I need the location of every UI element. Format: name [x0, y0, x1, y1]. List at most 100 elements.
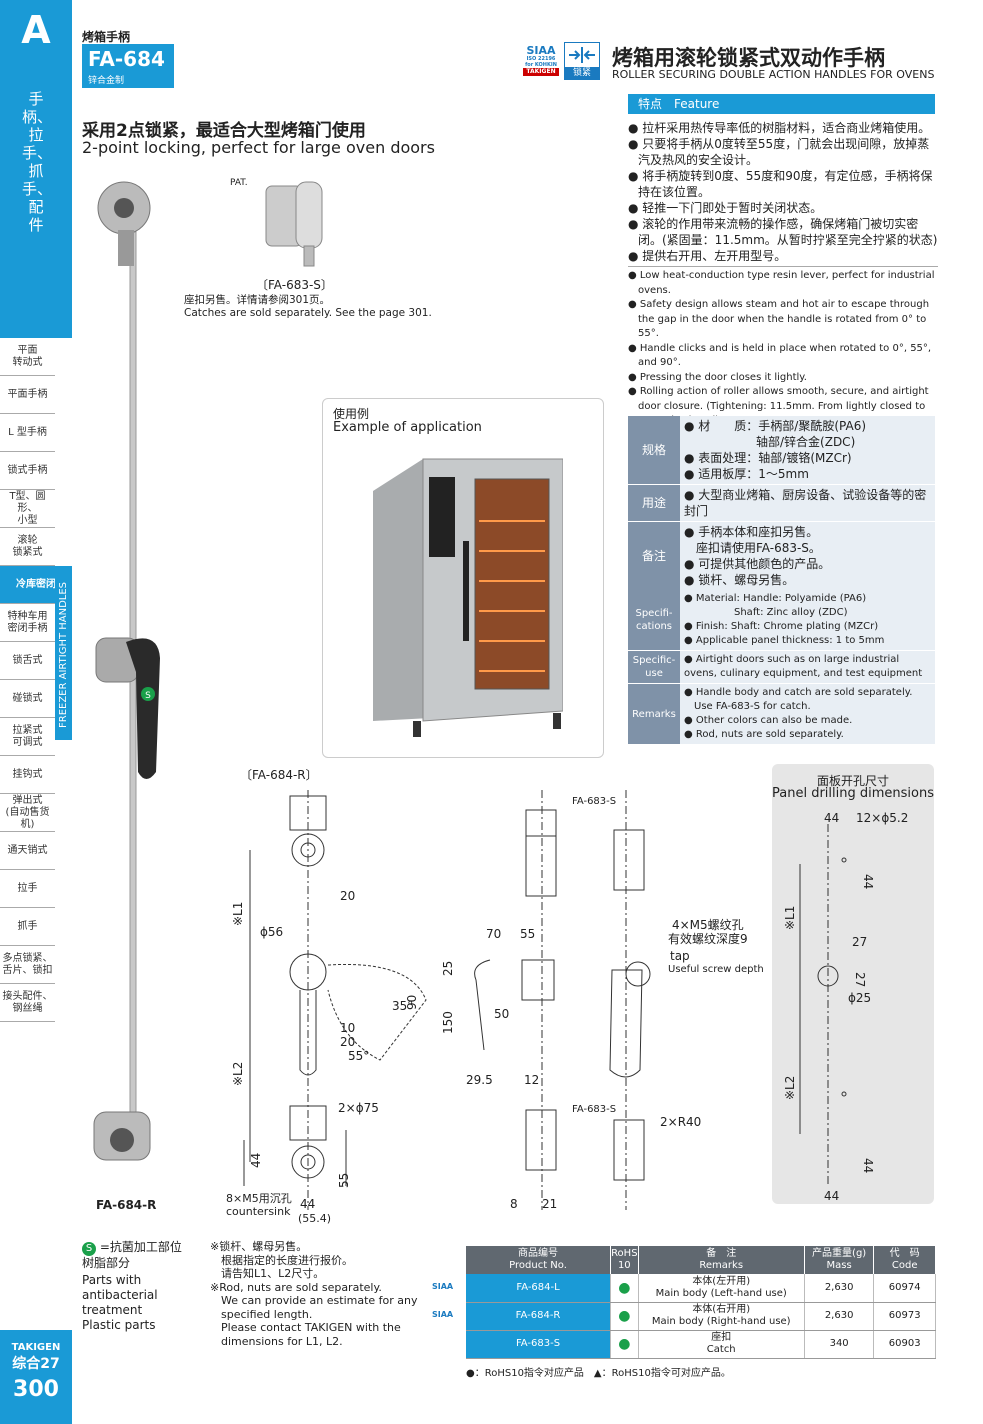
code-cell: 60974	[873, 1274, 936, 1303]
brand-label: TAKIGEN	[11, 1342, 61, 1353]
panel-title-en: Panel drilling dimensions	[772, 786, 934, 801]
spec-value: ● 手柄本体和座扣另售。 座扣请使用FA-683-S。● 可提供其他颜色的产品。…	[680, 522, 935, 590]
spec-key: Specific- use	[628, 651, 680, 683]
oven-image	[373, 458, 563, 737]
spec-line: ● 可提供其他颜色的产品。	[684, 557, 831, 571]
catch-label: 〔FA-683-S〕	[256, 278, 333, 292]
feature-item-en: ● Handle clicks and is held in place whe…	[628, 342, 932, 369]
product-photo: S	[93, 181, 160, 1161]
spec-row: 规格● 材 质：手柄部/聚酰胺(PA6) 轴部/锌合金(ZDC)● 表面处理：轴…	[628, 416, 935, 485]
spec-key: Specifi- cations	[628, 590, 680, 650]
dim-90: 90	[405, 995, 419, 1010]
sidebar-footer: TAKIGEN 综合27 300	[0, 1330, 72, 1424]
spec-line: ● 适用板厚：1～5mm	[684, 467, 809, 481]
top-catch-photo	[97, 181, 151, 266]
spec-value: ● Airtight doors such as on large indust…	[680, 651, 935, 683]
sidebar-top: A 手柄、拉手、抓手、配件	[0, 0, 72, 338]
antibacterial-icon: S	[82, 1242, 96, 1256]
rohs-cell: ●	[610, 1330, 639, 1359]
catch-note-zh: 座扣另售。详情请参阅301页。	[184, 294, 331, 306]
rohs-cell: ●	[610, 1274, 639, 1303]
application-title-zh: 使用例	[333, 407, 370, 421]
siaa-row-icon: SIAA	[432, 1282, 454, 1291]
sidebar-item[interactable]: 弹出式 (自动售货机)	[0, 794, 55, 832]
spec-key: 用途	[628, 485, 680, 521]
sidebar-item[interactable]: L 型手柄	[0, 414, 55, 452]
panel-phi25: ϕ25	[848, 991, 871, 1005]
spec-row: 用途● 大型商业烤箱、厨房设备、试验设备等的密封门	[628, 485, 935, 522]
spec-line: ● 锁杆、螺母另售。	[684, 573, 795, 587]
feature-item-en: ● Pressing the door closes it lightly.	[628, 371, 807, 383]
siaa-logo: SIAA ISO 22196 for KOHKIN TAKIGEN	[523, 44, 559, 80]
spec-value: ● Handle body and catch are sold separat…	[680, 684, 935, 744]
dim-29-5: 29.5	[466, 1073, 493, 1087]
sidebar-item[interactable]: 拉手	[0, 870, 55, 908]
sidebar-item[interactable]: 平面手柄	[0, 376, 55, 414]
handle-photo: S	[95, 637, 160, 779]
spec-key: 规格	[628, 416, 680, 484]
headline-zh: 采用2点锁紧，最适合大型烤箱门使用	[82, 121, 366, 141]
dim-25: 25	[441, 961, 455, 976]
sidebar-item[interactable]: T型、圆形、 小型	[0, 490, 55, 528]
sidebar-item[interactable]: 碰锁式	[0, 680, 55, 718]
product-label: FA-684-R	[96, 1198, 157, 1212]
sidebar-item[interactable]: 接头配件、 钢丝绳	[0, 984, 55, 1022]
remarks-en: Main body (Left-hand use)	[655, 1287, 787, 1299]
sidebar-item[interactable]: 锁舌式	[0, 642, 55, 680]
mass-cell: 2,630	[804, 1302, 875, 1331]
panel-dim-27v: 27	[853, 972, 867, 987]
sidebar-item[interactable]: 拉紧式 可调式	[0, 718, 55, 756]
dim-l1: ※L1	[231, 902, 245, 926]
siaa-text: SIAA	[526, 44, 556, 57]
dim-20b: 20	[340, 1035, 355, 1049]
spec-line: Shaft: Zinc alloy (ZDC)	[684, 607, 848, 618]
panel-title-zh: 面板开孔尺寸	[816, 774, 889, 788]
catch-note: 座扣另售。详情请参阅301页。 Catches are sold separat…	[184, 294, 432, 320]
dim-50: 50	[494, 1007, 509, 1021]
sidebar-item[interactable]: 多点锁紧、 舌片、锁扣	[0, 946, 55, 984]
sidebar-item[interactable]: 通天销式	[0, 832, 55, 870]
spec-value: ● 大型商业烤箱、厨房设备、试验设备等的密封门	[680, 485, 935, 521]
siaa-row-icon: SIAA	[432, 1310, 454, 1319]
spec-row: Specific- use● Airtight doors such as on…	[628, 651, 935, 684]
table-header-en: Mass	[826, 1260, 852, 1271]
sidebar-item[interactable]: 锁式手柄	[0, 452, 55, 490]
tap-spec-zh: 4×M5螺纹孔 有效螺纹深度9	[668, 918, 748, 946]
dim-55-4: (55.4)	[298, 1212, 332, 1225]
panel-l2: ※L2	[783, 1076, 797, 1100]
page-title-zh: 烤箱用滚轮锁紧式双动作手柄	[612, 46, 885, 70]
feature-item-zh: ● 提供右开用、左开用型号。	[628, 249, 787, 263]
notes-en: ※Rod, nuts are sold separately. We can p…	[210, 1280, 418, 1348]
remarks-zh: 本体(右开用)	[692, 1304, 751, 1315]
sidebar-item[interactable]: 滚轮 锁紧式	[0, 528, 55, 566]
spec-table-en: Specifi- cations● Material: Handle: Poly…	[628, 590, 935, 745]
dim-10: 10	[340, 1021, 355, 1035]
feature-item-zh: ● 只要将手柄从0度转至55度，门就会出现间隙，放掉蒸汽及热风的安全设计。	[628, 137, 930, 167]
dim-55-angle: 55°	[348, 1049, 369, 1063]
spec-row: Remarks● Handle body and catch are sold …	[628, 684, 935, 745]
dim-55: 55	[337, 1173, 351, 1188]
mass-cell: 340	[804, 1330, 875, 1359]
drawing-title: 〔FA-684-R〕	[240, 768, 318, 782]
panel-dim-27: 27	[852, 935, 867, 949]
sidebar-item[interactable]: 抓手	[0, 908, 55, 946]
spec-line: ● 材 质：手柄部/聚酰胺(PA6)	[684, 419, 867, 433]
remarks-en: Catch	[706, 1344, 736, 1355]
table-header-zh: 代 码	[889, 1248, 920, 1259]
mass-cell: 2,630	[804, 1274, 875, 1303]
catch-photo	[265, 181, 323, 267]
application-example: 使用例 Example of application	[322, 398, 604, 758]
sidebar-item[interactable]: 挂钩式	[0, 756, 55, 794]
feature-header: 特点 Feature	[628, 94, 935, 114]
sidebar-item[interactable]: 特种车用 密闭手柄	[0, 604, 55, 642]
sidebar-item[interactable]: 平面 转动式	[0, 338, 55, 376]
section-vertical-title: 手柄、拉手、抓手、配件	[22, 90, 53, 234]
sidebar-vertical-label: FREEZER AIRTIGHT HANDLES	[55, 570, 72, 740]
panel-dim-44b: 44	[824, 1189, 839, 1203]
remarks-zh: 座扣	[711, 1332, 732, 1343]
takigen-badge: TAKIGEN	[523, 68, 559, 76]
